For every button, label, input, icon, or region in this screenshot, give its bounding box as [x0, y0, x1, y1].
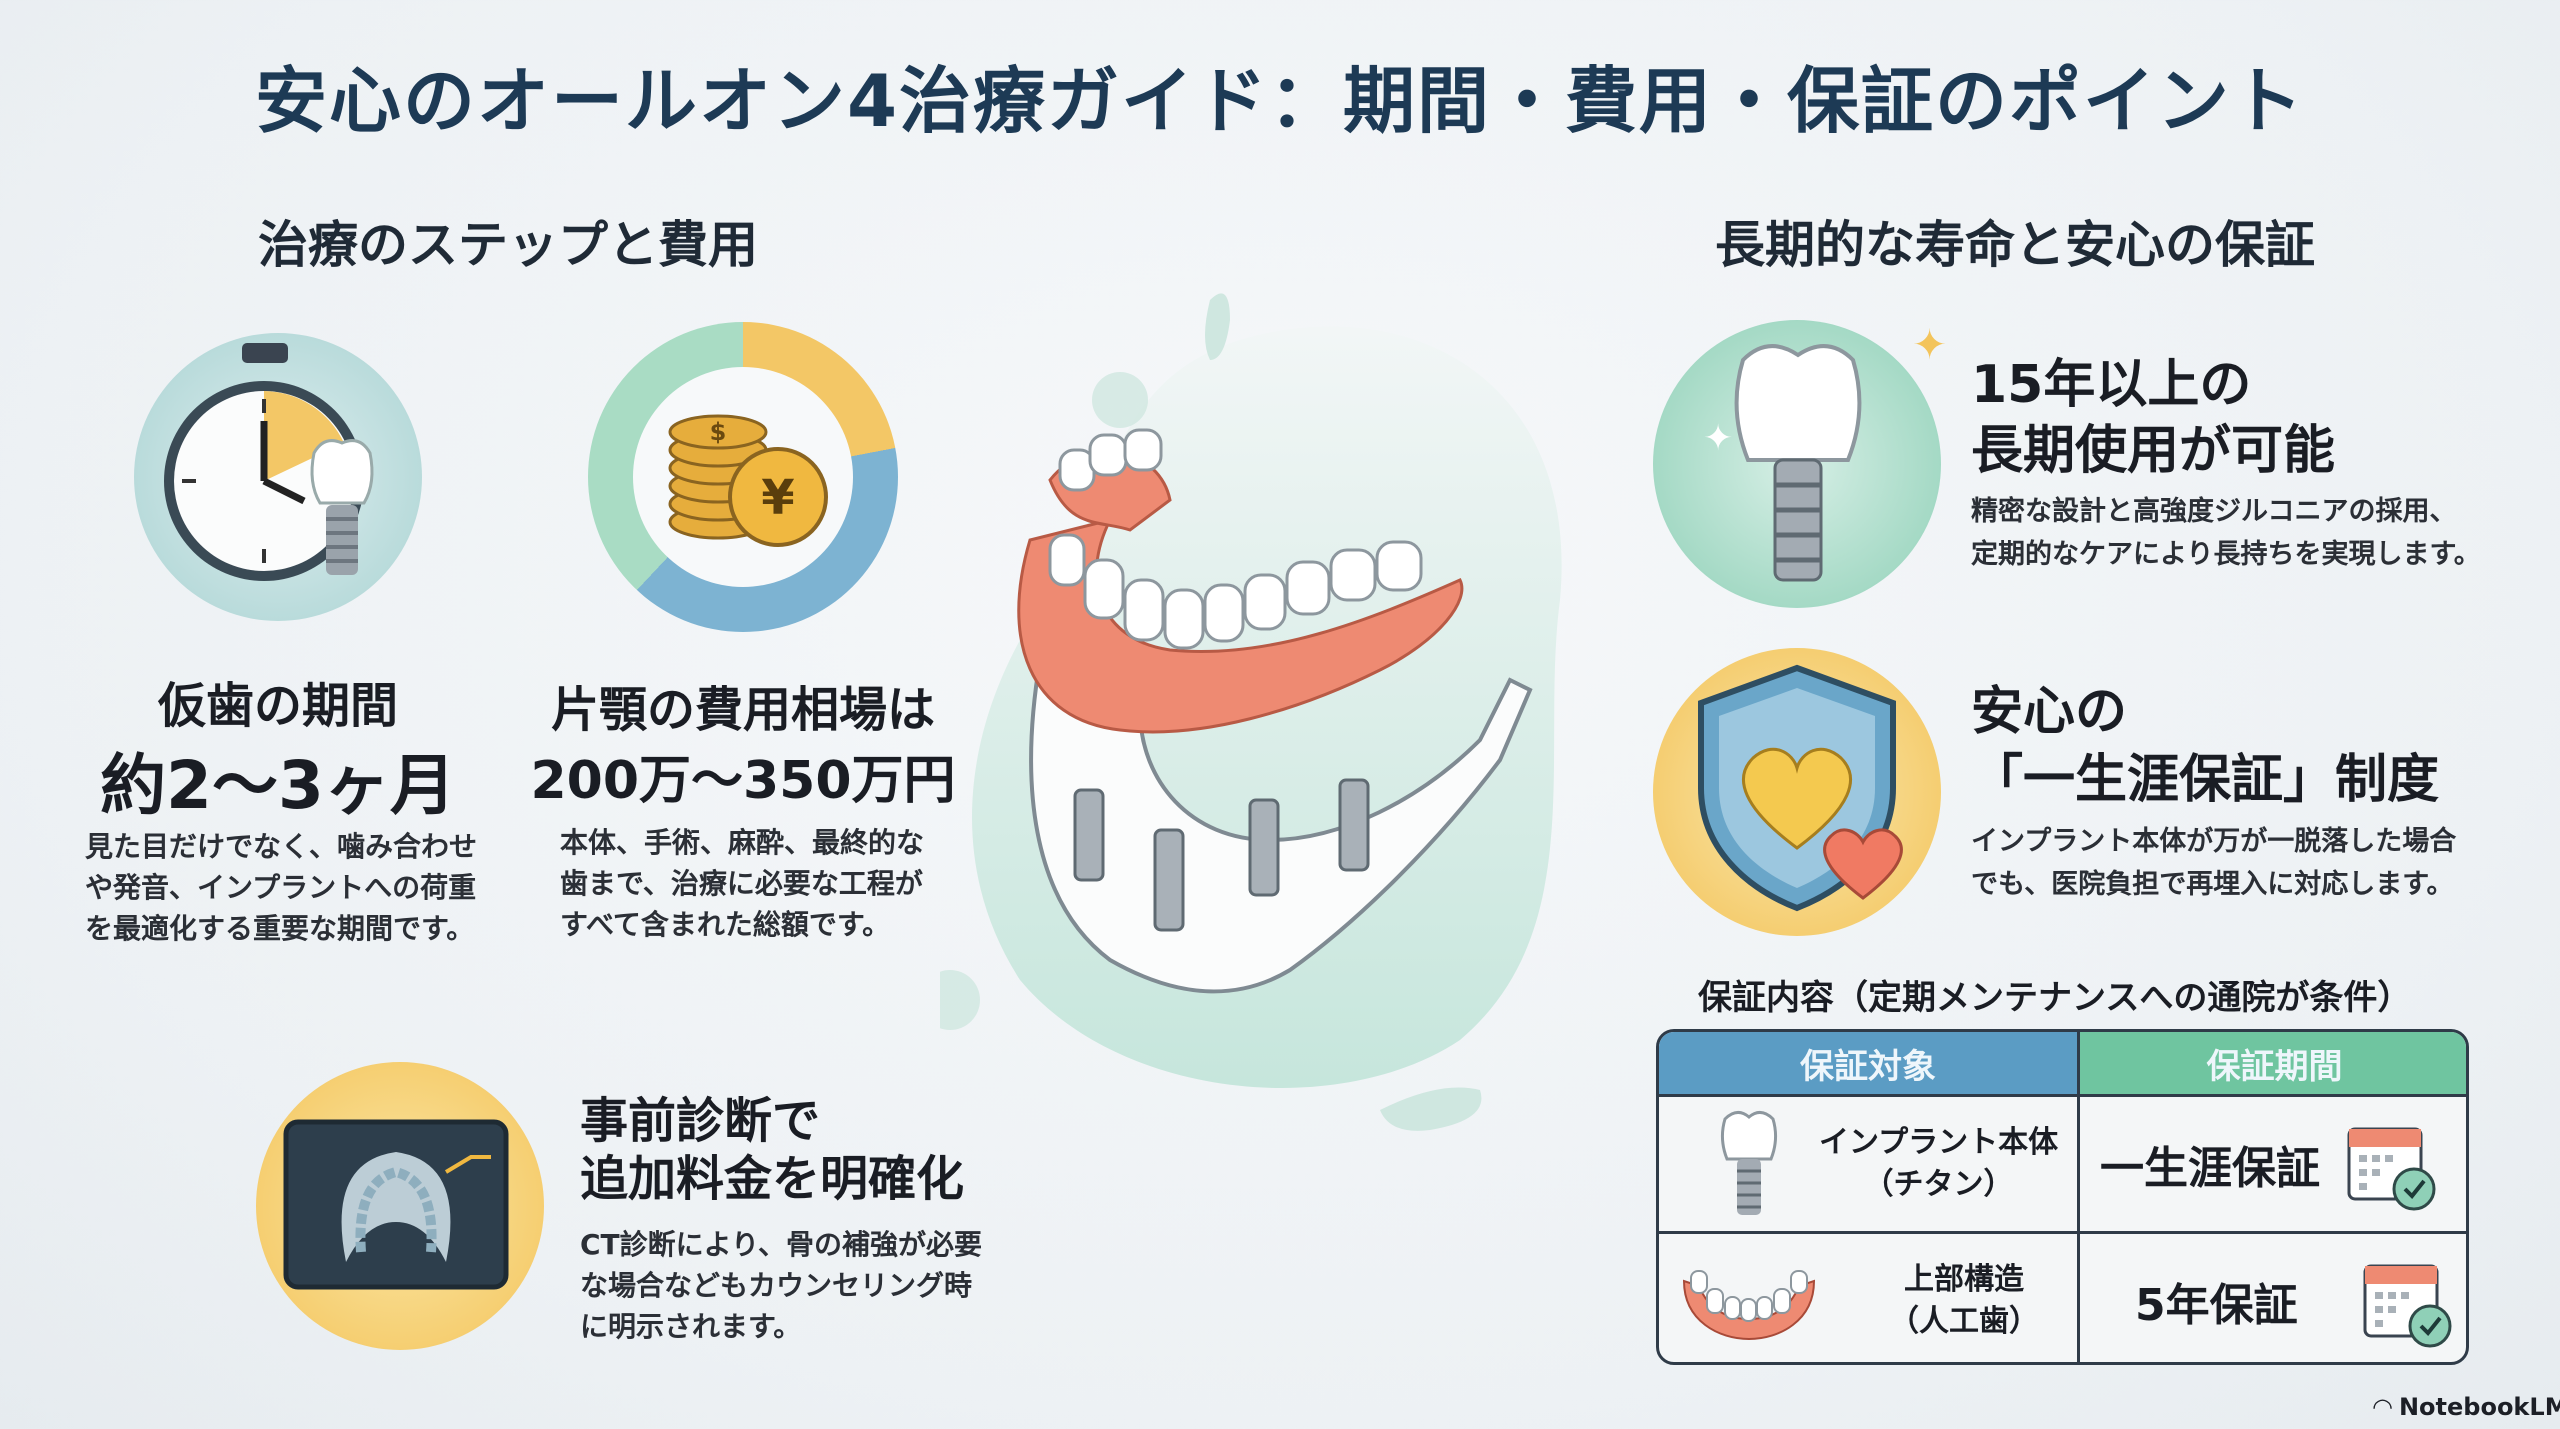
ct-body-line: CT診断により、骨の補強が必要: [580, 1228, 982, 1261]
notebooklm-watermark: ◠ NotebookLM: [2372, 1393, 2560, 1421]
temp-tooth-body-line: や発音、インプラントへの荷重: [85, 871, 477, 904]
cost-range: 200万～350万円: [530, 751, 956, 811]
brand-label: NotebookLM: [2398, 1393, 2560, 1421]
row-period: 一生涯保証: [2100, 1143, 2320, 1194]
right-section-heading: 長期的な寿命と安心の保証: [1715, 216, 2315, 274]
sparkle-icon: ✦: [1912, 320, 1948, 369]
svg-text:$: $: [710, 418, 727, 446]
cost-title: 片顎の費用相場は: [550, 682, 935, 738]
left-section-heading: 治療のステップと費用: [258, 216, 758, 274]
table-header-period: 保証期間: [2077, 1032, 2466, 1094]
ct-body-line: な場合などもカウンセリング時: [580, 1269, 973, 1302]
svg-text:¥: ¥: [761, 470, 794, 526]
longevity-title-line: 長期使用が可能: [1971, 421, 2336, 481]
temp-tooth-title: 仮歯の期間: [157, 678, 398, 734]
ct-title-line: 追加料金を明確化: [580, 1151, 965, 1207]
table-row: インプラント本体 （チタン）: [1659, 1097, 2077, 1231]
warranty-body-line: インプラント本体が万が一脱落した場合: [1971, 826, 2457, 857]
page-title: 安心のオールオン4治療ガイド：期間・費用・保証のポイント: [254, 59, 2306, 143]
warranty-title-line: 安心の: [1971, 682, 2128, 742]
implant-tooth-icon: ✦: [1653, 320, 1941, 608]
all-on-4-denture-illustration: [940, 293, 1562, 1131]
longevity-title-line: 15年以上の: [1971, 355, 2252, 415]
cost-body-line: 本体、手術、麻酔、最終的な: [560, 826, 925, 859]
row-target-line: インプラント本体: [1819, 1125, 2059, 1160]
calendar-check-icon: [2347, 1127, 2436, 1210]
row-target-line: （チタン）: [1863, 1167, 2014, 1202]
cost-body-line: 歯まで、治療に必要な工程が: [560, 867, 923, 900]
table-header-target: 保証対象: [1659, 1032, 2077, 1094]
row-target-line: （人工歯）: [1889, 1304, 2039, 1339]
temp-tooth-duration: 約2～3ヶ月: [100, 747, 456, 824]
warranty-title-line: 「一生涯保証」制度: [1971, 750, 2440, 810]
ct-body-line: に明示されます。: [580, 1310, 802, 1343]
ct-title-line: 事前診断で: [580, 1093, 821, 1149]
shield-heart-icon: [1653, 648, 1941, 936]
ct-scan-icon: [256, 1062, 544, 1350]
table-row-period: 一生涯保証: [2080, 1097, 2466, 1231]
row-target-line: 上部構造: [1904, 1262, 2024, 1297]
notebooklm-logo-icon: ◠: [2372, 1393, 2393, 1421]
longevity-body-line: 精密な設計と高強度ジルコニアの採用、: [1971, 496, 2457, 527]
table-row: 上部構造 （人工歯）: [1659, 1234, 2077, 1362]
coins-yen-icon: $ ¥: [588, 322, 898, 632]
table-caption: 保証内容（定期メンテナンスへの通院が条件）: [1698, 978, 2412, 1018]
table-row-period: 5年保証: [2080, 1234, 2466, 1362]
cost-body-line: すべて含まれた総額です。: [560, 908, 891, 941]
longevity-body-line: 定期的なケアにより長持ちを実現します。: [1971, 539, 2481, 570]
denture-icon: [1682, 1270, 1816, 1341]
warranty-body-line: でも、医院負担で再埋入に対応します。: [1971, 869, 2454, 900]
svg-text:✦: ✦: [1703, 418, 1733, 459]
temp-tooth-body-line: 見た目だけでなく、噛み合わせ: [85, 830, 478, 863]
temp-tooth-body-line: を最適化する重要な期間です。: [85, 912, 475, 945]
warranty-table: 保証対象 保証期間 インプラント本体 （チタン） 一生涯保証 上部構造 （人工歯…: [1656, 1029, 2469, 1365]
calendar-check-icon: [2363, 1264, 2452, 1347]
row-period: 5年保証: [2135, 1280, 2298, 1331]
implant-icon: [1720, 1111, 1778, 1215]
stopwatch-implant-icon: [134, 333, 422, 621]
